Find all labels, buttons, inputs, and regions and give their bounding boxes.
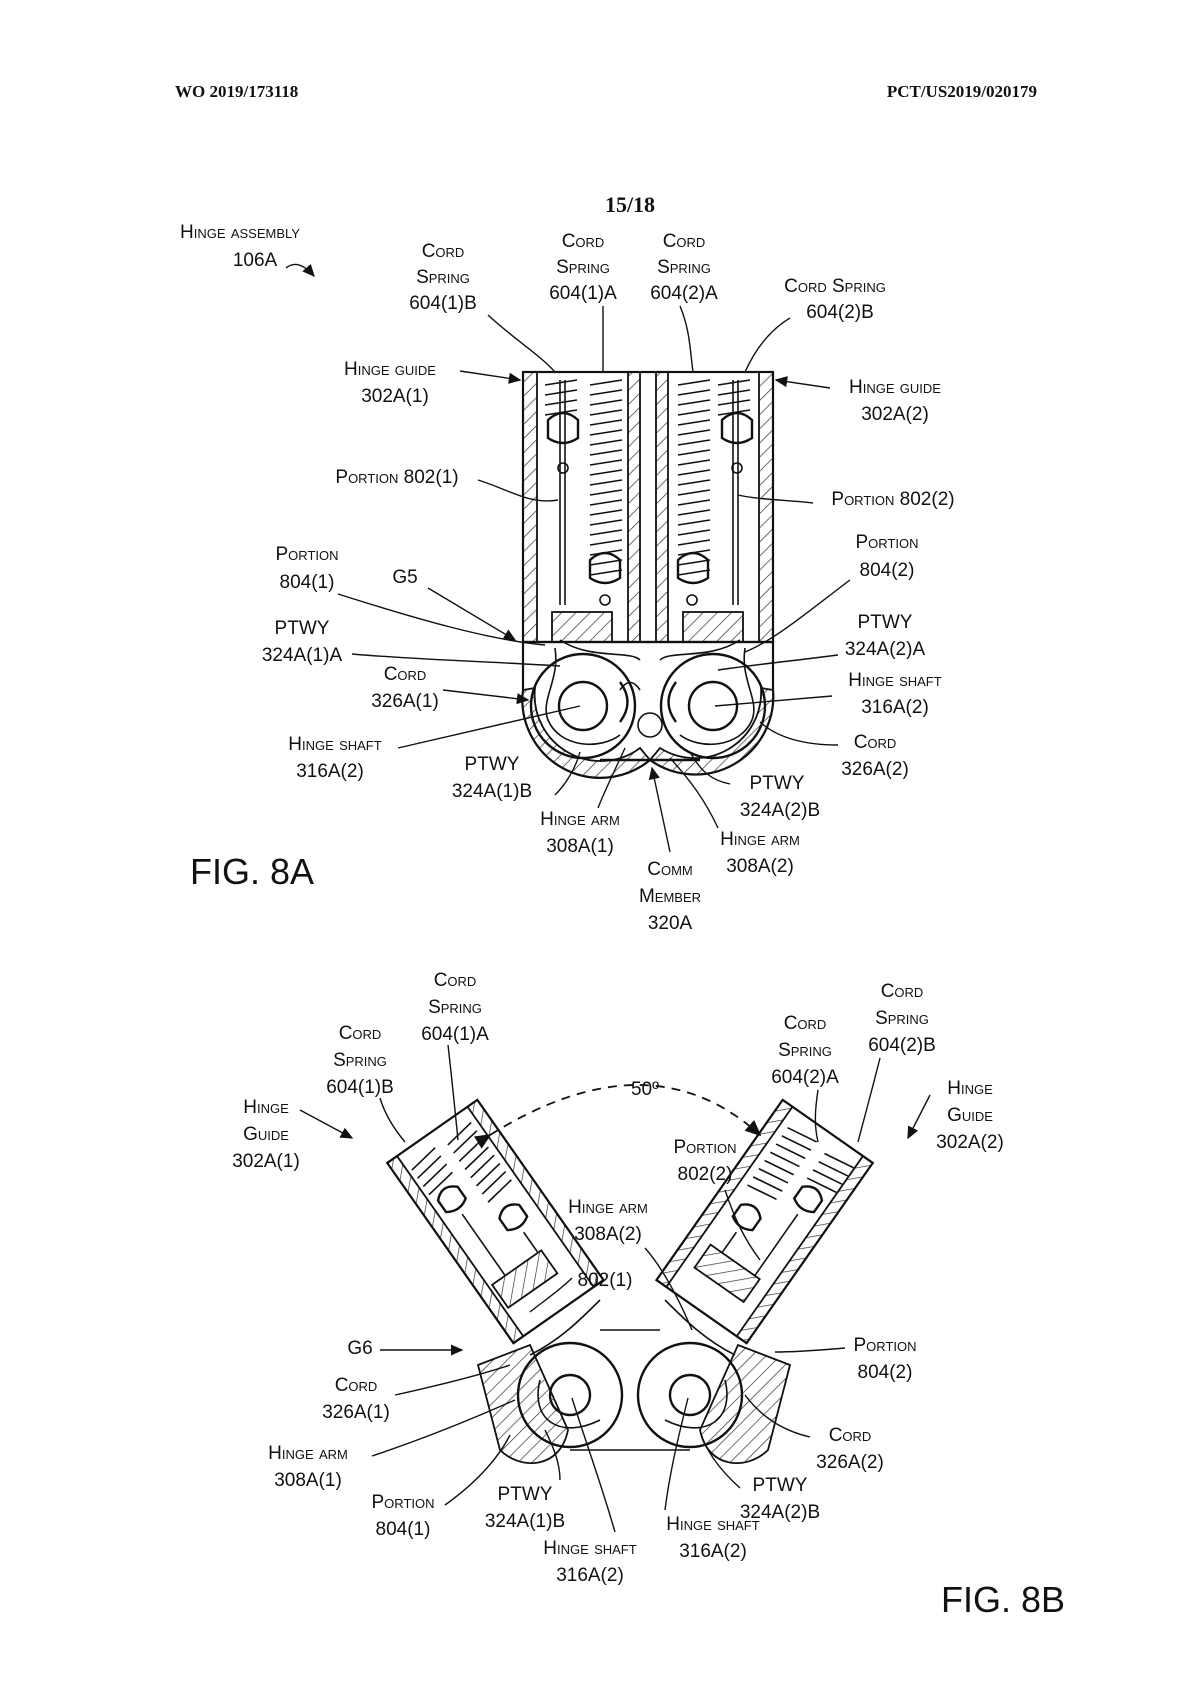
application-number: PCT/US2019/020179	[887, 82, 1037, 101]
figure-title-8b: FIG. 8B	[941, 1579, 1065, 1620]
label-8b-portion-802-1: 802(1)	[578, 1270, 633, 1291]
fig-8b-drawing: 50º	[385, 1079, 875, 1464]
label-gap-g5: G5	[392, 567, 417, 588]
figure-title-8a: FIG. 8A	[190, 851, 314, 892]
label-portion-802-1: Portion 802(1)	[335, 467, 458, 488]
sheet-number: 15/18	[605, 192, 655, 217]
fig-8a-drawing	[285, 263, 775, 779]
label-8b-gap-g6: G6	[347, 1338, 372, 1359]
label-portion-802-2: Portion 802(2)	[831, 489, 954, 510]
angle-label-50: 50º	[631, 1079, 659, 1100]
publication-number: WO 2019/173118	[175, 82, 298, 101]
